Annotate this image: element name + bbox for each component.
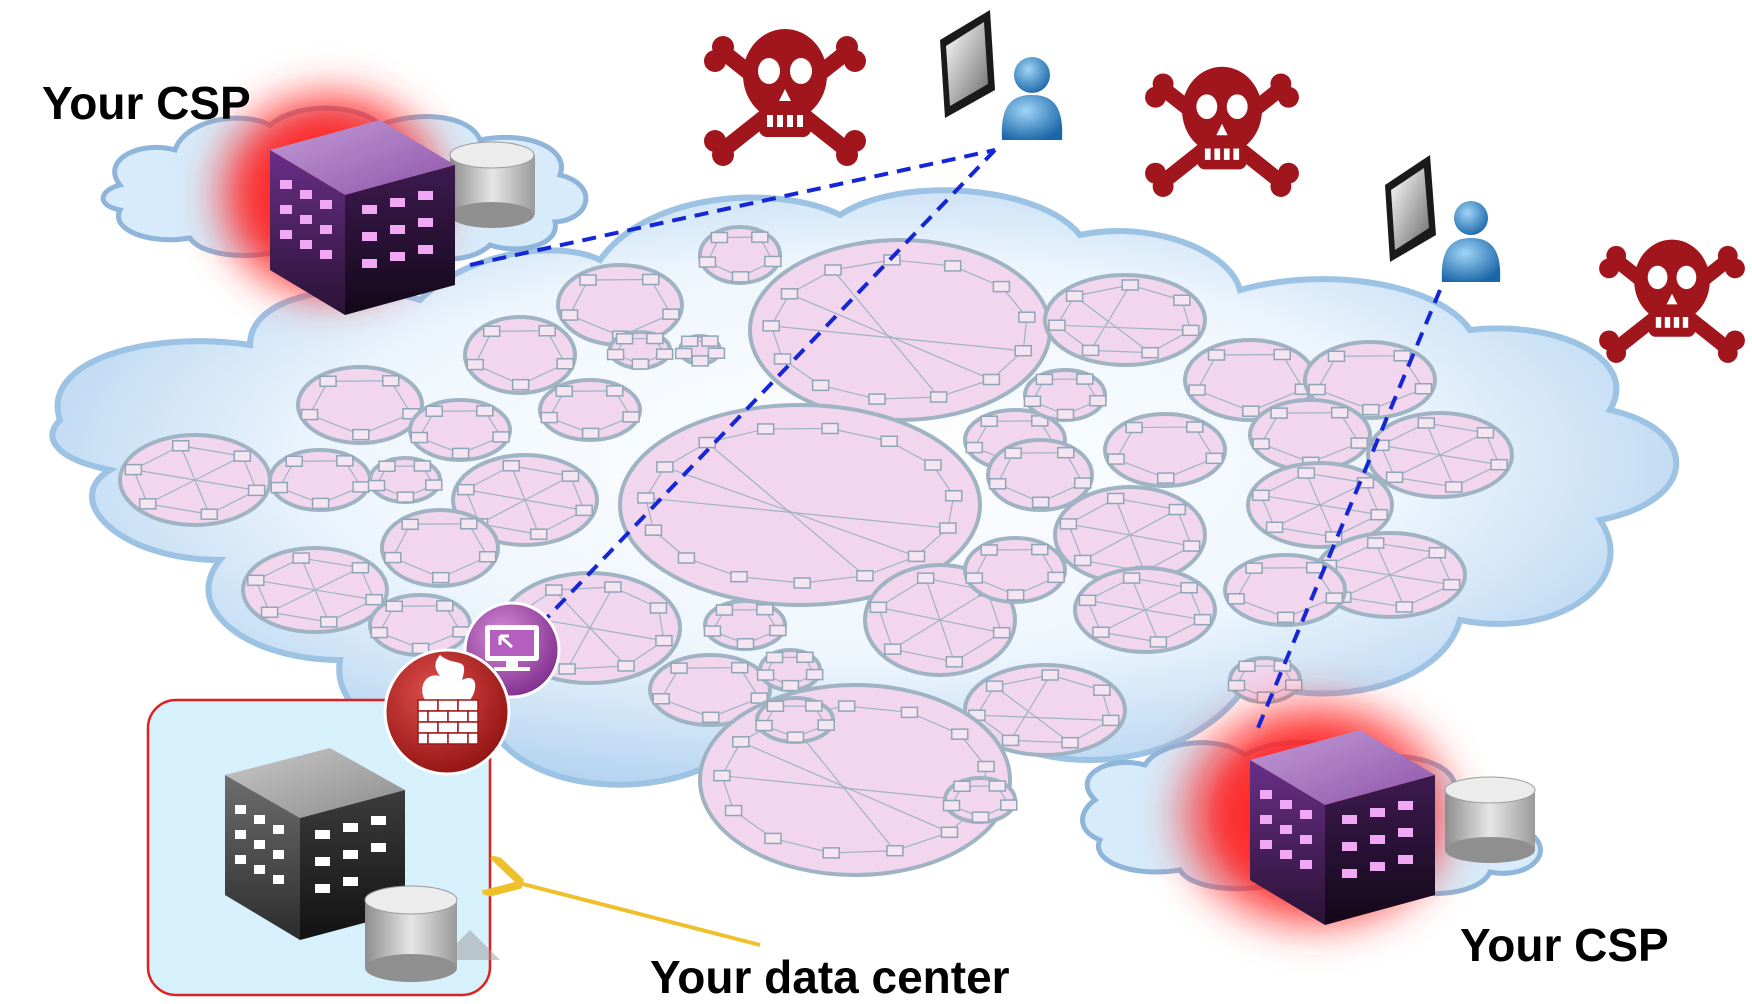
subnet-cluster	[1250, 400, 1370, 470]
database-icon	[1445, 777, 1535, 863]
remote-user-right	[1385, 155, 1500, 282]
skull-crossbones-icon	[704, 29, 866, 166]
database-icon	[450, 142, 535, 228]
user-icon	[1442, 201, 1500, 282]
monitor-icon	[1385, 155, 1436, 262]
skull-crossbones-icon	[1599, 240, 1745, 363]
building-icon	[270, 120, 455, 315]
subnet-cluster	[1045, 275, 1205, 365]
subnet-cluster	[465, 317, 575, 393]
subnet-cluster	[1368, 413, 1512, 497]
user-icon	[1002, 57, 1062, 140]
subnet-cluster	[1075, 568, 1215, 652]
subnet-cluster	[758, 650, 823, 691]
csp-label-top-left: Your CSP	[42, 76, 251, 130]
subnet-cluster	[608, 332, 673, 369]
subnet-cluster	[410, 400, 510, 460]
subnet-cluster	[944, 778, 1017, 822]
subnet-cluster	[369, 458, 442, 502]
subnet-cluster	[756, 698, 834, 742]
subnet-cluster	[243, 548, 387, 632]
monitor-icon	[940, 10, 995, 118]
subnet-cluster	[965, 538, 1065, 602]
subnet-cluster	[382, 510, 498, 586]
subnet-cluster	[270, 450, 370, 510]
subnet-cluster	[704, 601, 785, 649]
subnet-cluster	[298, 367, 422, 443]
subnet-cluster	[1225, 555, 1345, 625]
arrow-icon	[515, 882, 760, 945]
subnet-cluster	[1024, 370, 1105, 420]
subnet-cluster	[750, 240, 1050, 420]
subnet-cluster	[370, 595, 470, 655]
subnet-cluster	[120, 435, 270, 525]
remote-user-top	[940, 10, 1062, 140]
subnet-cluster	[699, 227, 780, 283]
csp-label-bottom-right: Your CSP	[1460, 918, 1669, 972]
subnet-cluster	[540, 380, 640, 440]
database-icon	[365, 886, 457, 982]
subnet-cluster	[1105, 414, 1225, 486]
data-center-label: Your data center	[650, 950, 1010, 1004]
skull-crossbones-icon	[1145, 67, 1299, 197]
firewall	[385, 650, 509, 774]
building-icon	[1250, 730, 1435, 925]
